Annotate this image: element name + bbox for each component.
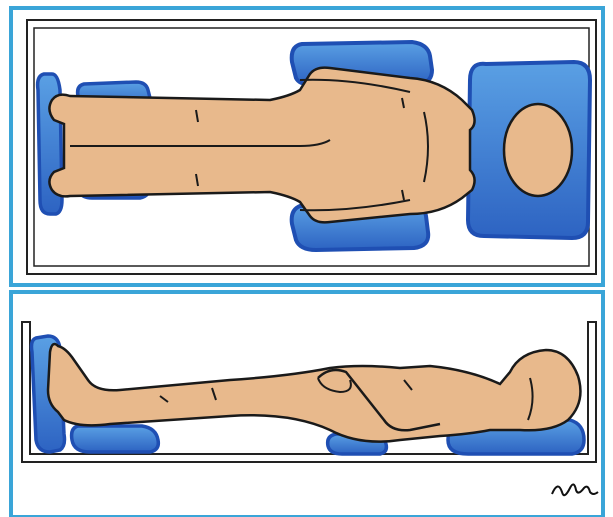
side-view-panel xyxy=(11,292,603,517)
head-top-view xyxy=(504,104,572,196)
leg-cushion-side xyxy=(72,426,159,452)
top-view-panel xyxy=(11,8,603,285)
